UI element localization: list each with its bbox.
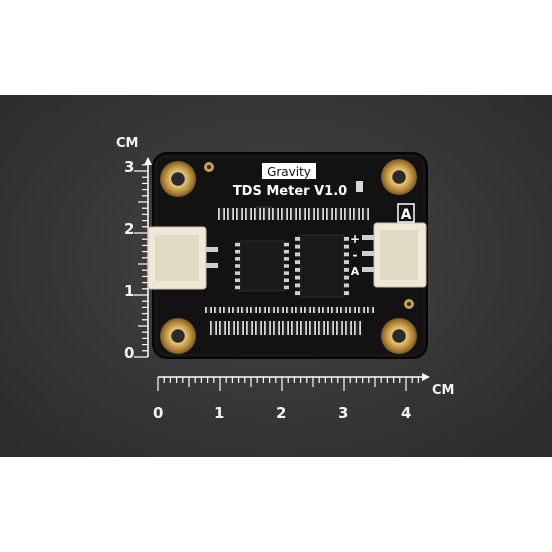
right-connector — [362, 222, 427, 288]
vertical-tick-label: 1 — [124, 282, 134, 300]
horizontal-tick-label: 3 — [338, 404, 348, 422]
smd-components-bottom-row-1 — [205, 307, 374, 313]
mounting-hole-top-left — [160, 161, 196, 197]
left-connector — [147, 226, 218, 290]
pin-label-signal: A — [351, 265, 360, 278]
status-led — [356, 181, 363, 192]
product-photo: CM 3 2 1 0 CM 0 1 2 3 4 — [0, 95, 552, 457]
horizontal-ruler-ticks — [157, 377, 419, 391]
photo-canvas: CM 3 2 1 0 CM 0 1 2 3 4 — [116, 136, 454, 422]
vertical-tick-label: 3 — [124, 158, 134, 176]
horizontal-tick-label: 1 — [214, 404, 224, 422]
vertical-ruler-ticks — [134, 164, 148, 358]
mounting-hole-bottom-right — [381, 318, 417, 354]
pin-label-minus: - — [353, 248, 358, 262]
pin-label-plus: + — [350, 232, 360, 246]
horizontal-ruler: CM 0 1 2 3 4 — [153, 373, 454, 422]
ruler-arrow-up — [144, 157, 152, 165]
smd-components-bottom-row-2 — [210, 321, 361, 335]
vertical-tick-label: 2 — [124, 220, 134, 238]
vertical-ruler: CM 3 2 1 0 — [116, 136, 152, 362]
tds-meter-board: Gravity TDS Meter V1.0 A — [147, 152, 428, 359]
gravity-badge — [262, 163, 316, 179]
smd-components-top — [218, 208, 369, 220]
mounting-hole-top-right — [381, 159, 417, 195]
ic-chip-right — [295, 234, 349, 298]
vertical-tick-label: 0 — [124, 344, 134, 362]
side-label: A — [401, 207, 412, 223]
board-title: TDS Meter V1.0 — [233, 184, 347, 199]
horizontal-ruler-unit: CM — [432, 383, 454, 398]
horizontal-tick-label: 0 — [153, 404, 163, 422]
horizontal-tick-label: 2 — [276, 404, 286, 422]
mounting-hole-bottom-left — [160, 318, 196, 354]
gravity-label: Gravity — [267, 165, 311, 179]
horizontal-tick-label: 4 — [401, 404, 411, 422]
ruler-arrow-right — [422, 373, 430, 381]
vertical-ruler-unit: CM — [116, 136, 138, 151]
ic-chip-left — [235, 240, 289, 292]
